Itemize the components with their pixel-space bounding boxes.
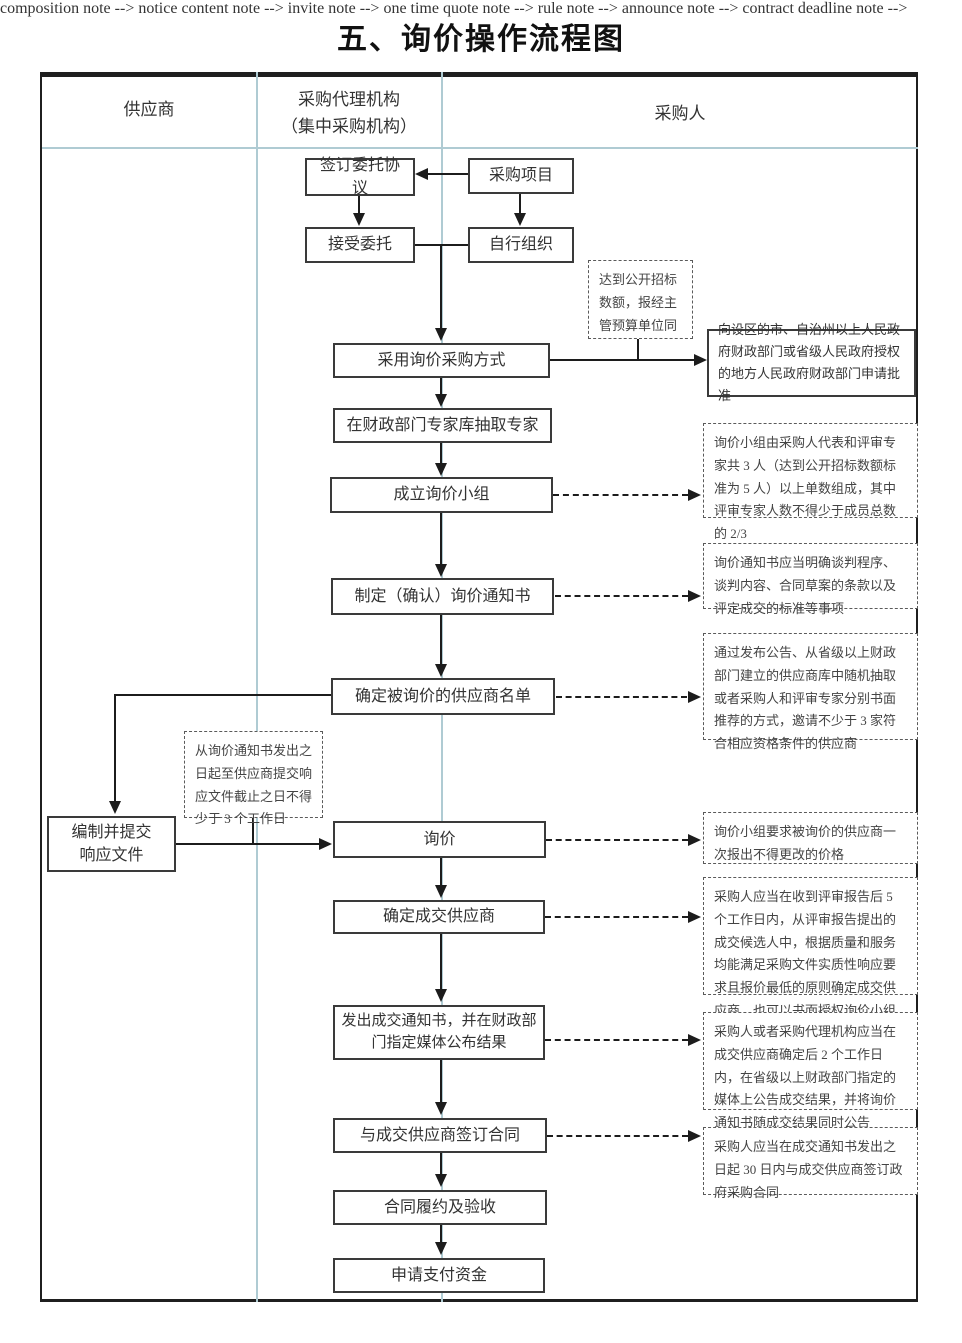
arrow-performance-to-payment-head [435,1242,447,1255]
node-sign-contract: 与成交供应商签订合同 [333,1118,547,1153]
arrow-determine-to-issue-line [440,934,442,990]
node-extract-experts: 在财政部门专家库抽取专家 [333,408,552,443]
annotation-tender-threshold: 达到公开招标数额，报经主管预算单位同 [588,260,693,339]
arrow-list-to-prepare-vline [114,696,116,802]
arrow-adopt-to-approval-line [550,359,694,361]
arrow-agreement-to-accept-head [353,213,365,226]
dashed-arrow-contract-note-line [547,1135,688,1137]
annotation-team-composition: 询价小组由采购人代表和评审专家共 3 人（达到公开招标数额标准为 5 人）以上单… [703,423,918,541]
arrow-adopt-to-approval-head [694,354,707,366]
agency-header-line1: 采购代理机构 [298,90,400,109]
node-procurement-project: 采购项目 [468,158,574,194]
column-header-supplier: 供应商 [123,100,175,119]
dashed-arrow-notice-note-head [688,590,701,602]
annotation-invite-suppliers: 通过发布公告、从省级以上财政部门建立的供应商库中随机抽取或者采购人和评审专家分别… [703,633,918,751]
node-self-organize: 自行组织 [468,227,574,263]
arrow-adopt-to-experts-head [435,394,447,407]
arrow-adopt-to-experts-line [440,378,442,395]
dashed-arrow-issue-note-line [545,1039,688,1041]
dashed-arrow-list-note-line [556,696,687,698]
dashed-arrow-contract-note-head [688,1130,701,1142]
arrow-inquiry-to-determine-head [435,885,447,898]
arrow-list-to-prepare-head [109,801,121,814]
column-header-purchaser: 采购人 [654,104,706,123]
column-divider-1 [256,72,258,1302]
connector-deadline-note-line [252,818,254,843]
annotation-announce-result: 采购人或者采购代理机构应当在成交供应商确定后 2 个工作日内，在省级以上财政部门… [703,1012,918,1130]
node-make-inquiry-notice: 制定（确认）询价通知书 [331,578,554,615]
node-issue-deal-notice: 发出成交通知书，并在财政部门指定媒体公布结果 [333,1005,545,1060]
arrow-agreement-to-accept-line [358,196,360,214]
dashed-arrow-inquiry-note-line [546,839,688,841]
dashed-arrow-notice-note-line [555,595,688,597]
arrow-contract-to-performance-line [440,1153,442,1175]
connector-accept-selforganize-line [415,244,468,246]
node-adopt-inquiry-method: 采用询价采购方式 [333,343,550,378]
dashed-arrow-determine-note-line [545,916,688,918]
annotation-notice-content: 询价通知书应当明确谈判程序、谈判内容、合同草案的条款以及评定成交的标准等事项 [703,543,918,616]
column-header-agency: 采购代理机构 （集中采购机构） [257,86,441,140]
dashed-arrow-team-note-head [688,489,701,501]
dashed-arrow-issue-note-head [688,1034,701,1046]
arrow-performance-to-payment-line [440,1225,442,1243]
node-contract-performance: 合同履约及验收 [333,1190,547,1225]
arrow-prepare-to-inquiry-head [319,838,332,850]
node-form-inquiry-team: 成立询价小组 [330,477,553,513]
annotation-contract-deadline: 采购人应当在成交通知书发出之日起 30 日内与成交供应商签订政府采购合同 [703,1127,918,1200]
arrow-notice-to-list-line [440,615,442,665]
annotation-response-deadline: 从询价通知书发出之日起至供应商提交响应文件截止之日不得少于 3 个工作日 [184,731,323,826]
arrow-project-to-agreement-line [428,173,468,175]
arrow-issue-to-contract-head [435,1102,447,1115]
page-title: 五、询价操作流程图 [337,23,625,56]
arrow-notice-to-list-head [435,664,447,677]
arrow-experts-to-team-head [435,463,447,476]
node-apply-payment: 申请支付资金 [333,1258,545,1293]
node-accept-entrustment: 接受委托 [305,227,415,263]
arrow-merge-to-adopt-head [435,328,447,341]
node-sign-agreement: 签订委托协议 [305,157,415,197]
arrow-project-to-selforganize-line [519,194,521,214]
arrow-issue-to-contract-line [440,1060,442,1103]
dashed-arrow-list-note-head [688,691,701,703]
arrow-merge-to-adopt-line [440,246,442,329]
dashed-arrow-team-note-line [553,494,688,496]
arrow-inquiry-to-determine-line [440,858,442,886]
arrow-project-to-selforganize-head [514,213,526,226]
annotation-one-time-quote: 询价小组要求被询价的供应商一次报出不得更改的价格 [703,812,918,864]
dashed-arrow-inquiry-note-head [688,834,701,846]
agency-header-line2: （集中采购机构） [281,117,417,137]
node-determine-supplier-list: 确定被询价的供应商名单 [331,678,555,715]
arrow-prepare-to-inquiry-line [176,843,319,845]
annotation-determine-rule: 采购人应当在收到评审报告后 5 个工作日内，从评审报告提出的成交候选人中，根据质… [703,877,918,1041]
node-inquiry: 询价 [333,821,546,858]
arrow-project-to-agreement-head [415,168,428,180]
node-determine-deal-supplier: 确定成交供应商 [333,900,545,934]
arrow-team-to-notice-head [435,564,447,577]
node-apply-approval: 向设区的市、自治州以上人民政府财政部门或省级人民政府授权的地方人民政府财政部门申… [707,322,916,403]
connector-threshold-note-line [637,339,639,359]
arrow-determine-to-issue-head [435,989,447,1002]
connector-list-to-prepare-hline [114,694,331,696]
dashed-arrow-determine-note-head [688,911,701,923]
arrow-experts-to-team-line [440,443,442,464]
node-prepare-response-docs: 编制并提交响应文件 [47,816,176,872]
header-separator [42,147,918,149]
arrow-team-to-notice-line [440,513,442,565]
arrow-contract-to-performance-head [435,1174,447,1187]
